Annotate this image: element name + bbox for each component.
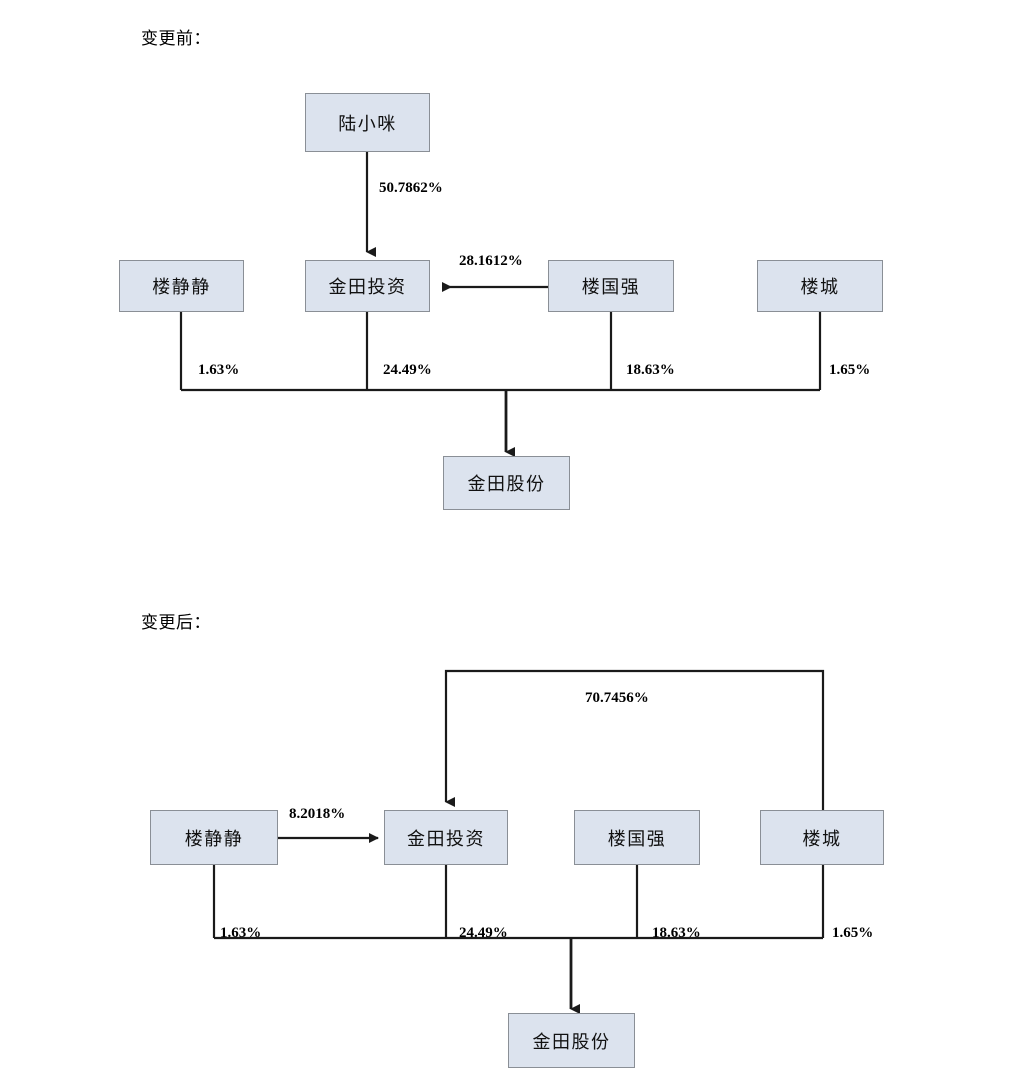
edge-label-before-louguoqiang-to-touzi-pct: 28.1612% xyxy=(459,253,523,269)
node-before-jintian-touzi[interactable]: 金田投资 xyxy=(305,260,430,312)
edge-label-after-louguoqiang-pct: 18.63% xyxy=(652,925,701,941)
edge-label-before-louguoqiang-pct: 18.63% xyxy=(626,362,675,378)
edge-label-before-jintiantouzi-pct: 24.49% xyxy=(383,362,432,378)
node-after-jintian-touzi[interactable]: 金田投资 xyxy=(384,810,508,865)
section-title-before: 变更前： xyxy=(141,29,211,48)
node-after-louguoqiang[interactable]: 楼国强 xyxy=(574,810,700,865)
edge-label-after-loujingjing-pct: 1.63% xyxy=(220,925,262,941)
node-before-louguoqiang[interactable]: 楼国强 xyxy=(548,260,674,312)
node-after-loujingjing[interactable]: 楼静静 xyxy=(150,810,278,865)
edge-label-after-jintiantouzi-pct: 24.49% xyxy=(459,925,508,941)
node-before-loucheng[interactable]: 楼城 xyxy=(757,260,883,312)
edge-label-before-loujingjing-pct: 1.63% xyxy=(198,362,240,378)
node-before-jintian-gufen[interactable]: 金田股份 xyxy=(443,456,570,510)
edge-label-after-loujingjing-to-touzi-pct: 8.2018% xyxy=(289,806,346,822)
node-before-luxiaomi[interactable]: 陆小咪 xyxy=(305,93,430,152)
edge-label-before-luxiaomi-pct: 50.7862% xyxy=(379,180,443,196)
edge-label-after-loucheng-to-touzi-pct: 70.7456% xyxy=(585,690,649,706)
node-before-loujingjing[interactable]: 楼静静 xyxy=(119,260,244,312)
edge-label-after-loucheng-pct: 1.65% xyxy=(832,925,874,941)
node-after-jintian-gufen[interactable]: 金田股份 xyxy=(508,1013,635,1068)
section-title-after: 变更后： xyxy=(141,613,211,632)
node-after-loucheng[interactable]: 楼城 xyxy=(760,810,884,865)
edge-label-before-loucheng-pct: 1.65% xyxy=(829,362,871,378)
